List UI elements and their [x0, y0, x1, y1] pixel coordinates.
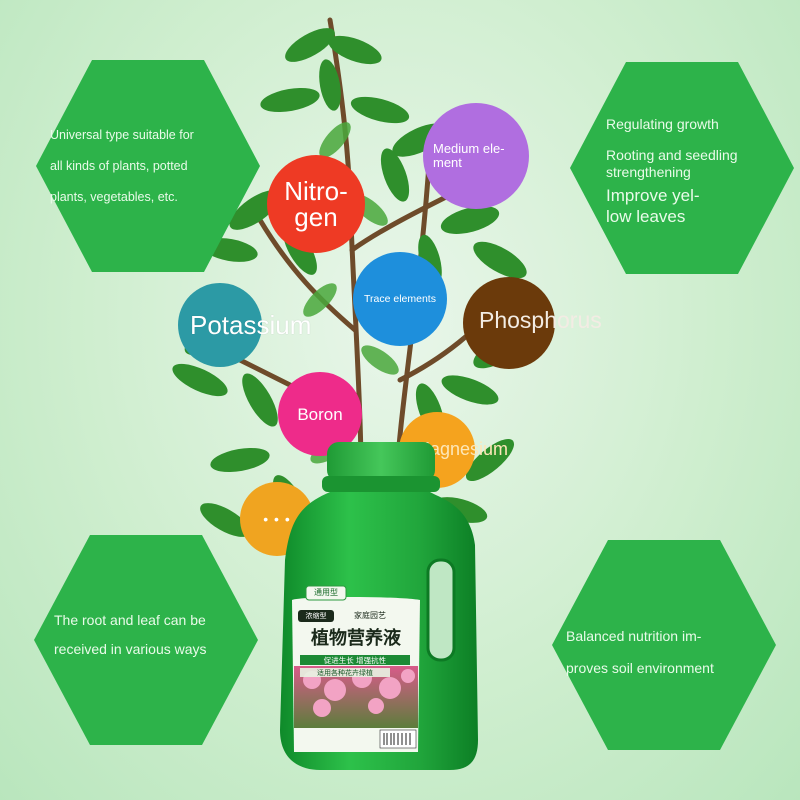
bubble-line: Trace elements [364, 292, 436, 305]
hex-line: received in various ways [54, 641, 207, 657]
bottle-cap [327, 442, 435, 482]
bubble-line: Medium ele- [433, 140, 505, 156]
hex-line: plants, vegetables, etc. [50, 190, 178, 204]
hex-line: The root and leaf can be [54, 612, 206, 628]
bubble-line: Potassium [190, 310, 312, 340]
bottle-handle [426, 558, 456, 662]
bottle-subtitle-1: 促进生长 增强抗性 [323, 656, 387, 665]
hex-line: all kinds of plants, potted [50, 159, 188, 173]
bottle-title: 植物营养液 [311, 628, 401, 649]
nutrient-bubble-potassium: Potassium [178, 283, 311, 367]
nutrient-bubble-medium-element: Medium ele- ment [423, 103, 529, 209]
hex-text-top-left: Universal type suitable for all kinds of… [50, 120, 194, 213]
bubble-line: gen [294, 202, 338, 232]
hex-line: strengthening [606, 163, 691, 180]
hex-line: proves soil environment [566, 660, 714, 676]
hex-text-top-right: Regulating growth Rooting and seedling s… [606, 116, 738, 227]
badge-shape [305, 585, 347, 601]
bubble-line: Boron [297, 404, 343, 424]
hex-text-bottom-right: Balanced nutrition im- proves soil envir… [566, 620, 714, 684]
bottle-tag-left: 浓缩型 [298, 610, 334, 622]
bubble-line: Phosphorus [479, 307, 602, 333]
hex-line: low leaves [606, 206, 686, 226]
bubble-line: • • • [263, 511, 291, 527]
hex-line: Rooting and seedling [606, 146, 738, 163]
hex-text-bottom-left: The root and leaf can be received in var… [54, 606, 207, 664]
bottle-cap-ring [322, 476, 440, 492]
label-band-2 [300, 668, 390, 677]
hex-line: Balanced nutrition im- [566, 628, 702, 644]
nutrient-bubble-trace-elements: Trace elements [353, 252, 447, 346]
nutrient-bubble-phosphorus: Phosphorus [463, 277, 602, 369]
bottle-badge: 通用型 [314, 588, 338, 597]
hex-line: Regulating growth [606, 116, 719, 132]
bubble-line: Magnesium [415, 439, 509, 459]
bubble-line: Nitro- [284, 176, 348, 206]
hex-line: Improve yel- [606, 186, 700, 206]
bubble-line: ment [433, 155, 462, 170]
bottle-tag-right: 家庭园艺 [354, 611, 386, 620]
barcode [383, 733, 411, 745]
label-band [300, 655, 410, 665]
bottle-subtitle-2: 适用各种花卉绿植 [317, 669, 373, 677]
nutrient-bubble-nitrogen: Nitro- gen [267, 155, 365, 253]
hex-line: Universal type suitable for [50, 128, 194, 142]
